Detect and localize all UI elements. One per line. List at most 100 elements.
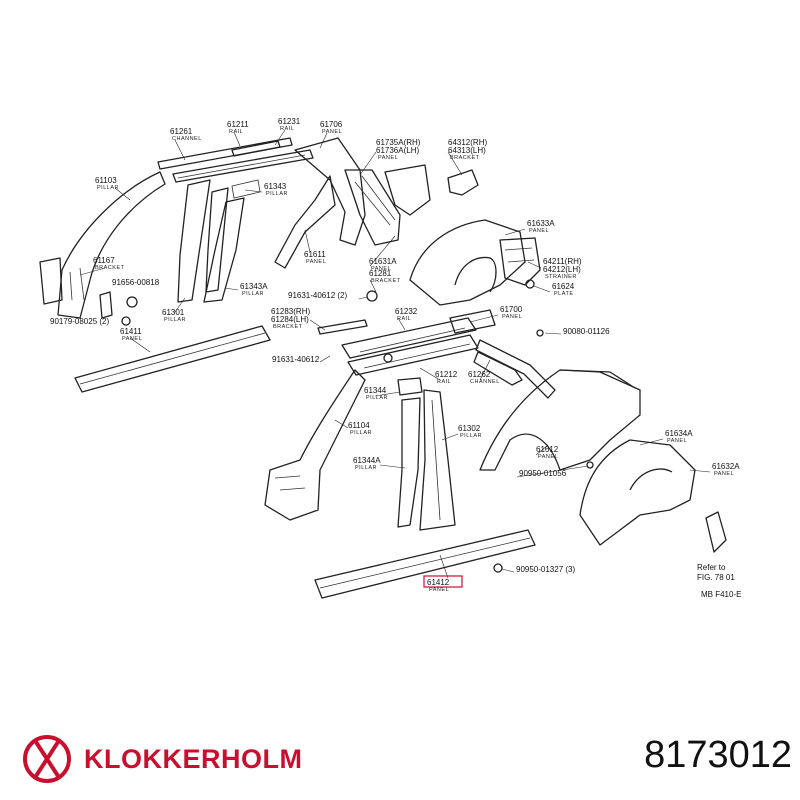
front-pillar-61103 xyxy=(39,171,166,319)
part-number-text: 61231 xyxy=(278,117,301,126)
part-number-text: 61735A(RH) xyxy=(376,138,421,147)
part-type-text: PILLAR xyxy=(242,291,264,297)
refer-line-2: FIG. 78 01 xyxy=(697,573,735,582)
part-number-text: 61634A xyxy=(665,429,693,438)
part-number-text: 61167 xyxy=(93,256,115,265)
part-type-text: BRACKET xyxy=(450,155,480,161)
center-pillar-upper xyxy=(177,179,261,303)
part-number-text: 61700 xyxy=(500,305,523,314)
part-type-text: PANEL xyxy=(714,471,734,477)
part-type-text: PILLAR xyxy=(164,317,186,323)
part-type-text: PANEL xyxy=(322,129,342,135)
rear-rails xyxy=(341,309,556,399)
center-pillar-lower xyxy=(397,377,456,531)
part-number-text: 61344A xyxy=(353,456,381,465)
part-label-90950: 90950-01056 xyxy=(519,469,567,478)
bracket-64312 xyxy=(447,169,479,196)
part-type-text: PILLAR xyxy=(460,433,482,439)
part-label-91631-40612b: 91631-40612 xyxy=(272,355,320,364)
part-type-text: RAIL xyxy=(437,379,451,385)
wheel-house-61633A xyxy=(409,219,541,306)
diagram-code: MB F410-E xyxy=(701,590,741,599)
part-number-text: 61611 xyxy=(304,250,326,259)
part-number-text: 61631A xyxy=(369,257,397,266)
footer: KLOKKERHOLM 8173012 xyxy=(0,710,800,800)
part-number-text: 61262 xyxy=(468,370,491,379)
part-number-text: 61104 xyxy=(348,421,370,430)
part-number-text: 61103 xyxy=(95,176,117,185)
body-parts-diagram: 61261CHANNEL61211RAIL61231RAIL61706PANEL… xyxy=(39,117,741,599)
part-number-text: 61301 xyxy=(162,308,185,317)
quarter-upper-frame xyxy=(274,137,431,269)
part-number-text: 61302 xyxy=(458,424,481,433)
part-type-text: PANEL xyxy=(538,454,558,460)
part-type-text: PANEL xyxy=(378,155,398,161)
part-label-91631-40612a: 91631-40612 (2) xyxy=(288,291,347,300)
part-label-61283: 61283(RH)61284(LH)BRACKET xyxy=(271,307,310,330)
part-number-text-2: 61284(LH) xyxy=(271,315,309,324)
part-type-text: PANEL xyxy=(667,438,687,444)
part-label-90179: 90179-08025 (2) xyxy=(50,317,109,326)
part-number-text: 61632A xyxy=(712,462,740,471)
klokkerholm-logo-icon xyxy=(23,735,71,783)
part-type-text: CHANNEL xyxy=(470,379,500,385)
part-number-text: 61706 xyxy=(320,120,343,129)
part-type-text: RAIL xyxy=(280,126,294,132)
brand-logo: KLOKKERHOLM xyxy=(22,734,302,784)
part-type-text: PANEL xyxy=(371,266,391,272)
part-type-text: PLATE xyxy=(554,291,574,297)
part-number-text: 91631-40612 xyxy=(272,355,320,364)
part-type-text: CHANNEL xyxy=(172,136,202,142)
part-type-text: BRACKET xyxy=(273,324,303,330)
quarter-panel-61612 xyxy=(479,369,641,471)
part-type-text: PILLAR xyxy=(355,465,377,471)
part-type-text: PANEL xyxy=(502,314,522,320)
part-number-text: 61411 xyxy=(120,327,142,336)
part-label-90950-01327: 90950-01327 (3) xyxy=(516,565,575,574)
part-number-text: 90080-01126 xyxy=(563,327,610,336)
part-type-text: PANEL xyxy=(122,336,142,342)
refer-line-1: Refer to xyxy=(697,563,726,572)
part-type-text: PANEL xyxy=(529,228,549,234)
part-type-text: PANEL xyxy=(429,587,449,593)
part-type-text: STRAINER xyxy=(545,274,577,280)
part-number: 8173012 xyxy=(644,734,792,776)
part-type-text: PILLAR xyxy=(366,395,388,401)
part-number-text: 91631-40612 (2) xyxy=(288,291,347,300)
leader-lines xyxy=(79,129,711,579)
part-number-text: 91656-00818 xyxy=(112,278,160,287)
part-number-text-2: 61736A(LH) xyxy=(376,146,419,155)
part-number-text-2: 64313(LH) xyxy=(448,146,486,155)
part-number-text: 61412 xyxy=(427,578,450,587)
part-number-text: 90950-01056 xyxy=(519,469,567,478)
part-number-text: 61344 xyxy=(364,386,387,395)
roof-rails xyxy=(157,137,314,183)
part-type-text: RAIL xyxy=(397,316,411,322)
part-number-text: 61633A xyxy=(527,219,555,228)
part-label-64211: 64211(RH)64212(LH)STRAINER xyxy=(543,257,582,280)
front-pillar-61104 xyxy=(264,369,366,521)
part-number-text: 61343 xyxy=(264,182,287,191)
part-number-text: 61612 xyxy=(536,445,559,454)
part-type-text: PILLAR xyxy=(350,430,372,436)
part-number-text: 61212 xyxy=(435,370,458,379)
part-type-text: PILLAR xyxy=(266,191,288,197)
